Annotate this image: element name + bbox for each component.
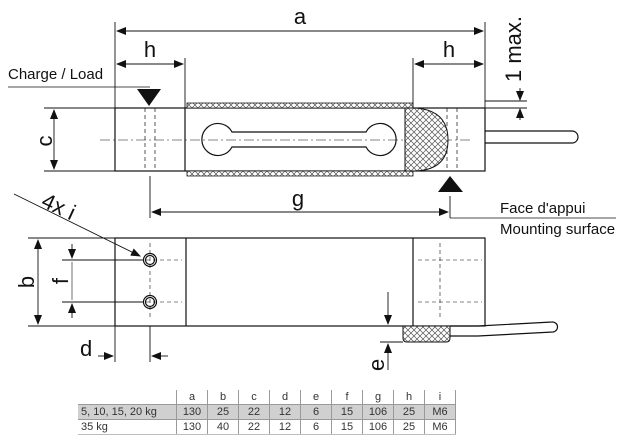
- table-cell: 130: [176, 404, 208, 420]
- label-f: f: [48, 277, 73, 284]
- cable-side: [450, 321, 559, 337]
- table-header-cell: f: [331, 390, 363, 405]
- load-cell-drawing: a h h 1 max. Charge / Load c g Face d'ap…: [8, 4, 616, 371]
- support-arrow: [438, 176, 463, 192]
- table-cell: 22: [238, 404, 270, 420]
- label-a: a: [294, 4, 307, 29]
- label-h-right: h: [443, 37, 455, 62]
- table-cell: 25: [207, 404, 239, 420]
- table-cell: 15: [331, 419, 363, 435]
- table-cell: 106: [362, 419, 394, 435]
- label-4x-i: 4x i: [38, 188, 80, 225]
- table-cell: 40: [207, 419, 239, 435]
- label-c: c: [32, 136, 57, 147]
- cover-bottom: [186, 170, 414, 177]
- dimension-f: [62, 244, 143, 318]
- table-cell: 35 kg: [78, 419, 177, 435]
- top-view: [100, 107, 579, 172]
- dimension-b: [28, 237, 115, 327]
- side-body-outline: [114, 237, 486, 327]
- label-d: d: [80, 336, 92, 361]
- potting-dome: [404, 107, 449, 172]
- table-cell: 6: [300, 404, 332, 420]
- table-header-cell: g: [362, 390, 394, 405]
- dimension-a: [114, 22, 486, 108]
- table-cell: 25: [393, 404, 425, 420]
- table-cell: 15: [331, 404, 363, 420]
- cable-top: [485, 130, 579, 144]
- label-h-left: h: [144, 37, 156, 62]
- table-header-cell: d: [269, 390, 301, 405]
- table-cell: 25: [393, 419, 425, 435]
- table-cell: M6: [424, 419, 456, 435]
- table-header-cell: h: [393, 390, 425, 405]
- table-cell: 130: [176, 419, 208, 435]
- label-1-max: 1 max.: [501, 16, 526, 82]
- table-header-cell: a: [176, 390, 208, 405]
- table-row: 35 kg 130 40 22 12 6 15 106 25 M6: [78, 419, 456, 435]
- dimension-g: [149, 176, 451, 218]
- table-header-row: a b c d e f g h i: [78, 390, 456, 405]
- table-cell: M6: [424, 404, 456, 420]
- table-header-cell: c: [238, 390, 270, 405]
- table-header-cell: i: [424, 390, 456, 405]
- label-face-appui: Face d'appui: [500, 200, 585, 217]
- side-potting: [402, 325, 451, 343]
- dimension-e: [380, 292, 403, 370]
- label-charge-load: Charge / Load: [8, 66, 103, 83]
- label-mounting-surface: Mounting surface: [500, 221, 615, 238]
- table-cell: 5, 10, 15, 20 kg: [78, 404, 177, 420]
- table-header-cell: [78, 390, 177, 405]
- cover-top: [186, 102, 414, 109]
- load-arrow: [137, 89, 161, 106]
- dimension-h-left: [116, 58, 186, 108]
- dimension-d: [98, 326, 168, 362]
- dimension-1-max: [485, 88, 527, 120]
- label-b: b: [14, 276, 39, 288]
- dumbbell-slot: [201, 122, 397, 157]
- dimensions-table: a b c d e f g h i 5, 10, 15, 20 kg 130 2…: [78, 390, 456, 435]
- table-cell: 6: [300, 419, 332, 435]
- table-row: 5, 10, 15, 20 kg 130 25 22 12 6 15 106 2…: [78, 404, 456, 420]
- table-cell: 12: [269, 419, 301, 435]
- table-cell: 106: [362, 404, 394, 420]
- table-cell: 22: [238, 419, 270, 435]
- table-cell: 12: [269, 404, 301, 420]
- label-g: g: [292, 186, 304, 211]
- table-header-cell: b: [207, 390, 239, 405]
- dimension-c: [44, 107, 115, 172]
- label-e: e: [364, 359, 389, 371]
- table-header-cell: e: [300, 390, 332, 405]
- dimension-h-right: [412, 58, 484, 108]
- side-view: [114, 237, 559, 337]
